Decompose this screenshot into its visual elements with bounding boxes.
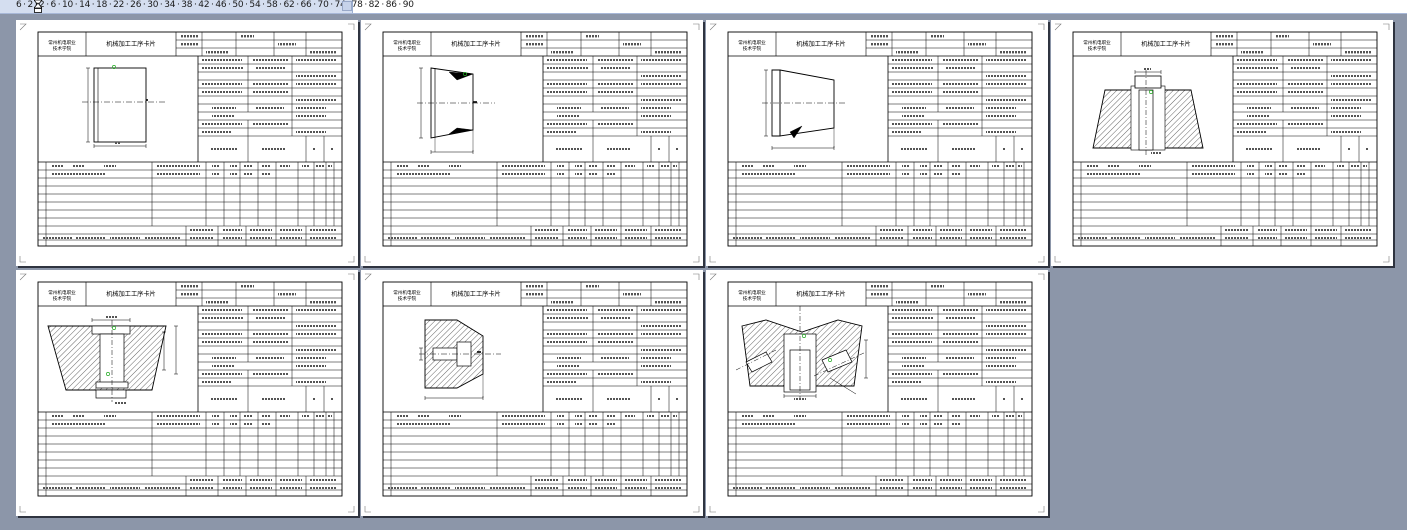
- part-drawing-bored-flange-section: [1092, 68, 1204, 156]
- card-frame: 常州机电职业技术学院 机械加工工序卡片: [1054, 23, 1390, 263]
- part-drawing-taper-turned: [762, 69, 846, 150]
- org-name: 常州机电职业技术学院: [738, 289, 766, 302]
- card-title: 机械加工工序卡片: [451, 40, 501, 48]
- part-drawing-cross-drill-section: [735, 306, 868, 400]
- part-drawing-counterbore-section: [47, 316, 178, 404]
- card-frame: 常州机电职业技术学院 机械加工工序卡片: [709, 23, 1045, 263]
- card-title: 机械加工工序卡片: [451, 290, 501, 298]
- page-thumbnail-6[interactable]: 常州机电职业技术学院 机械加工工序卡片: [361, 270, 703, 516]
- card-frame: 常州机电职业技术学院 机械加工工序卡片: [19, 273, 355, 513]
- card-title: 机械加工工序卡片: [106, 290, 156, 298]
- page-thumbnail-1[interactable]: 常州机电职业技术学院 机械加工工序卡片: [16, 20, 358, 266]
- page-thumbnail-2[interactable]: 常州机电职业技术学院 机械加工工序卡片: [361, 20, 703, 266]
- card-frame: 常州机电职业技术学院 机械加工工序卡片: [364, 23, 700, 263]
- indent-marker-icon[interactable]: [34, 0, 42, 13]
- page-thumbnail-4[interactable]: 常州机电职业技术学院 机械加工工序卡片: [1051, 20, 1393, 266]
- page-thumbnail-7[interactable]: 常州机电职业技术学院 机械加工工序卡片: [706, 270, 1048, 516]
- page-thumbnail-3[interactable]: 常州机电职业技术学院 机械加工工序卡片: [706, 20, 1048, 266]
- page-thumbnail-5[interactable]: 常州机电职业技术学院 机械加工工序卡片: [16, 270, 358, 516]
- part-drawing-taper-blank: [417, 67, 495, 154]
- card-frame: 常州机电职业技术学院 机械加工工序卡片: [364, 273, 700, 513]
- card-title: 机械加工工序卡片: [106, 40, 156, 48]
- org-name: 常州机电职业技术学院: [393, 289, 421, 302]
- card-title: 机械加工工序卡片: [796, 290, 846, 298]
- ruler-bar[interactable]: 6 · 2 · 2 · 6 · 10 · 14 · 18 · 22 · 26 ·…: [0, 0, 1407, 14]
- org-name: 常州机电职业技术学院: [738, 39, 766, 52]
- card-frame: 常州机电职业技术学院 机械加工工序卡片: [19, 23, 355, 263]
- ruler-scale[interactable]: 6 · 2 · 2 · 6 · 10 · 14 · 18 · 22 · 26 ·…: [0, 0, 414, 13]
- org-name: 常州机电职业技术学院: [48, 289, 76, 302]
- card-title: 机械加工工序卡片: [1141, 40, 1191, 48]
- part-drawing-stepped-bore-section: [419, 319, 501, 400]
- org-name: 常州机电职业技术学院: [48, 39, 76, 52]
- part-drawing-cylinder-blank: [82, 65, 166, 148]
- org-name: 常州机电职业技术学院: [393, 39, 421, 52]
- card-title: 机械加工工序卡片: [796, 40, 846, 48]
- tab-selector-button[interactable]: [342, 1, 352, 11]
- ruler-tick-labels: 6 · 2 · 2 · 6 · 10 · 14 · 18 · 22 · 26 ·…: [16, 0, 414, 10]
- card-frame: 常州机电职业技术学院 机械加工工序卡片: [709, 273, 1045, 513]
- org-name: 常州机电职业技术学院: [1083, 39, 1111, 52]
